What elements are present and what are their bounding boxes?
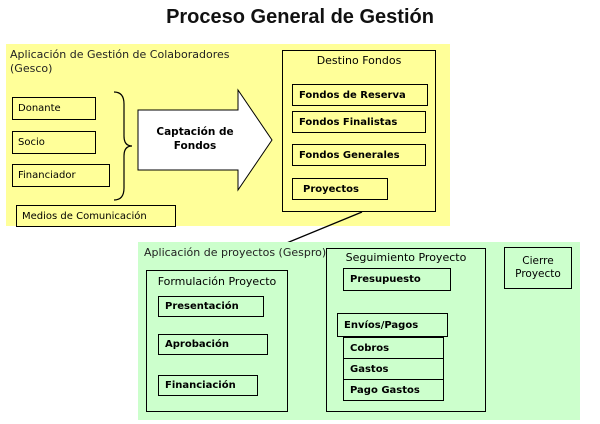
fondos-finalistas-label: Fondos Finalistas [299,116,398,128]
fondos-reserva-label: Fondos de Reserva [299,89,406,101]
brace-shape [113,91,133,201]
presupuesto-box: Presupuesto [343,268,451,291]
gastos-label: Gastos [350,363,389,375]
envios-pagos-label: Envíos/Pagos [344,319,419,331]
presupuesto-label: Presupuesto [350,274,421,285]
fondos-generales-label: Fondos Generales [299,149,400,161]
gastos-box: Gastos [343,358,444,380]
seguimiento-box [326,248,486,412]
socio-box: Socio [12,131,96,154]
captacion-label: Captación de Fondos [156,126,234,152]
cobros-box: Cobros [343,337,444,359]
destino-fondos-title: Destino Fondos [316,54,402,67]
envios-pagos-box: Envíos/Pagos [337,313,448,337]
proyectos-box: Proyectos [292,178,388,200]
pago-gastos-label: Pago Gastos [350,384,420,396]
formulacion-box [146,270,288,412]
gespro-title: Aplicación de proyectos (Gespro) [144,246,327,259]
fondos-finalistas-box: Fondos Finalistas [292,111,426,133]
donante-box: Donante [12,97,96,120]
aprobacion-box: Aprobación [158,334,268,355]
financiador-box: Financiador [12,164,110,187]
presentacion-label: Presentación [165,301,239,312]
formulacion-title: Formulación Proyecto [157,275,277,288]
fondos-generales-box: Fondos Generales [292,144,426,166]
medios-box: Medios de Comunicación [16,205,176,227]
presentacion-box: Presentación [158,296,264,317]
pago-gastos-box: Pago Gastos [343,379,444,401]
financiacion-box: Financiación [158,375,258,396]
destino-fondos-box [282,50,436,212]
diagram-title: Proceso General de Gestión [166,6,434,28]
seguimiento-title: Seguimiento Proyecto [345,251,467,264]
cobros-label: Cobros [350,342,390,354]
donante-label: Donante [18,103,61,114]
gesco-title: Aplicación de Gestión de Colaboradores (… [10,48,230,75]
fondos-reserva-box: Fondos de Reserva [292,84,428,106]
socio-label: Socio [18,137,45,148]
captacion-arrow-shape [137,88,273,192]
gespro-panel [138,242,580,420]
aprobacion-label: Aprobación [165,339,229,350]
cierre-label: Cierre Proyecto [515,255,561,280]
proyectos-label: Proyectos [303,183,359,195]
financiacion-label: Financiación [165,380,236,391]
medios-label: Medios de Comunicación [22,210,147,222]
financiador-label: Financiador [18,170,76,181]
cierre-box: Cierre Proyecto [504,247,572,289]
